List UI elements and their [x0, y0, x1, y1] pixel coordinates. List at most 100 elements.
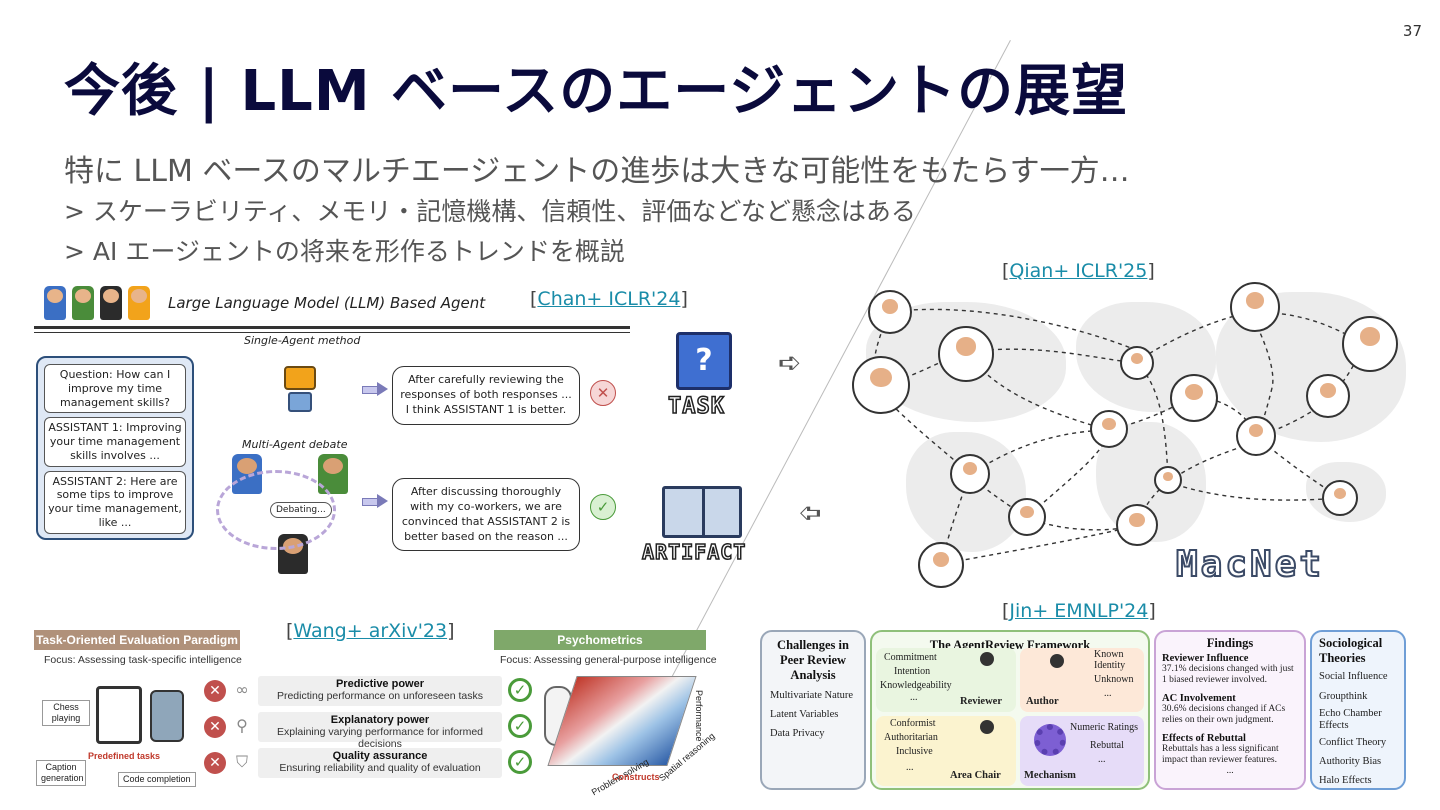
arrow-left-icon: ➪	[798, 496, 822, 529]
trait: Inclusive	[896, 746, 933, 757]
cross-icon: ✕	[204, 716, 226, 738]
agent-node-icon	[868, 290, 912, 334]
task-oriented-focus: Focus: Assessing task-specific intellige…	[44, 654, 242, 666]
chan-figure: Large Language Model (LLM) Based Agent S…	[34, 282, 634, 582]
cross-icon: ✕	[590, 380, 616, 406]
check-icon: ✓	[508, 678, 532, 702]
check-icon: ✓	[508, 714, 532, 738]
bullet-concerns: > スケーラビリティ、メモリ・記憶機構、信頼性、評価などなど懸念はある	[64, 197, 916, 226]
challenge-item: Data Privacy	[770, 728, 825, 740]
assistant1-card: ASSISTANT 1: Improving your time managem…	[44, 417, 186, 467]
axis-performance: Performance	[694, 690, 704, 742]
trait: Conformist	[890, 718, 936, 729]
bullet-trends: > AI エージェントの将来を形作るトレンドを概説	[64, 237, 625, 266]
citation-jin: [Jin+ EMNLP'24]	[1002, 600, 1156, 622]
page-title: 今後 | LLM ベースのエージェントの展望	[64, 59, 1129, 124]
agent-sprite-icon	[44, 286, 66, 320]
bracket-open: [	[1002, 260, 1010, 282]
citation-wang: [Wang+ arXiv'23]	[286, 620, 455, 642]
debate-cycle	[216, 470, 336, 550]
tag-code: Code completion	[118, 772, 196, 787]
axis-constructs: Constructs	[612, 772, 660, 782]
tag-predefined: Predefined tasks	[88, 751, 161, 761]
question-card: Question: How can I improve my time mana…	[44, 364, 186, 414]
finding-head: Reviewer Influence	[1162, 653, 1249, 664]
agent-node-icon	[1090, 410, 1128, 448]
chan-citation-link[interactable]: Chan+ ICLR'24	[537, 288, 681, 310]
task-oriented-header: Task-Oriented Evaluation Paradigm	[34, 630, 240, 650]
author-label: Author	[1026, 696, 1059, 707]
area-chair-icon	[972, 720, 1002, 754]
performance-surface	[547, 676, 697, 766]
clipboard-icon	[96, 686, 142, 744]
agent-node-icon	[1306, 374, 1350, 418]
finding-head: Effects of Rebuttal	[1162, 732, 1246, 744]
finding-text: Rebuttals has a less significant impact …	[1162, 743, 1279, 765]
bracket-close: ]	[680, 288, 688, 310]
agent-node-icon	[1170, 374, 1218, 422]
gear-icon	[1034, 724, 1066, 756]
findings-ellipsis: ...	[1226, 766, 1234, 777]
row-text: Explaining varying performance for infor…	[276, 726, 484, 750]
theory-item: Social Influence	[1319, 671, 1388, 682]
multi-agent-label: Multi-Agent debate	[242, 438, 348, 451]
finding-head: AC Involvement	[1162, 692, 1236, 704]
wang-row-predictive: Predictive power Predicting performance …	[258, 676, 502, 706]
artifact-book-icon	[662, 486, 742, 538]
findings-box: Findings Reviewer Influence 37.1% decisi…	[1154, 630, 1306, 790]
divider	[34, 326, 630, 329]
agent-sprite-icon	[72, 286, 94, 320]
trait: Unknown	[1094, 674, 1134, 685]
divider	[34, 332, 630, 333]
sociological-box: Sociological Theories Social Influence G…	[1310, 630, 1406, 790]
trait: ...	[906, 762, 914, 773]
bracket-open: [	[286, 620, 294, 642]
task-label: TASK	[667, 393, 725, 420]
agent-node-icon	[1154, 466, 1182, 494]
agent-node-icon	[1120, 346, 1154, 380]
arrow-right-icon	[362, 382, 388, 396]
wang-citation-link[interactable]: Wang+ arXiv'23	[293, 620, 448, 642]
row-text: Ensuring reliability and quality of eval…	[279, 762, 481, 774]
challenge-item: Latent Variables	[770, 709, 839, 721]
agent-node-icon	[1008, 498, 1046, 536]
qian-citation-link[interactable]: Qian+ ICLR'25	[1009, 260, 1148, 282]
magnifier-icon: ⚲	[236, 716, 248, 735]
trait: Authoritarian	[884, 732, 938, 743]
arrow-right-icon: ➪	[778, 346, 802, 379]
robot-icon	[278, 366, 322, 416]
bracket-close: ]	[1147, 260, 1155, 282]
tag-chess: Chess playing	[42, 700, 90, 726]
reviewer-icon	[972, 652, 1002, 686]
robot-icon	[150, 690, 184, 742]
macnet-graph: MacNet	[846, 282, 1426, 592]
binoculars-icon: ∞	[235, 680, 249, 699]
mechanism-label: Mechanism	[1024, 770, 1076, 781]
bracket-close: ]	[447, 620, 455, 642]
jin-citation-link[interactable]: Jin+ EMNLP'24	[1009, 600, 1149, 622]
trait: ...	[910, 692, 918, 703]
single-agent-label: Single-Agent method	[244, 334, 361, 347]
trait: ...	[1104, 688, 1112, 699]
agent-node-icon	[938, 326, 994, 382]
reviewer-label: Reviewer	[960, 696, 1002, 707]
agent-node-icon	[1322, 480, 1358, 516]
row-title: Explanatory power	[330, 714, 430, 726]
wang-row-quality: Quality assurance Ensuring reliability a…	[258, 748, 502, 778]
citation-chan: [Chan+ ICLR'24]	[530, 288, 688, 310]
single-result-bubble: After carefully reviewing the responses …	[392, 366, 580, 425]
author-panel: Known Identity Unknown ... Author	[1020, 648, 1144, 712]
row-text: Predicting performance on unforeseen tas…	[276, 690, 484, 702]
author-icon	[1042, 654, 1072, 688]
finding-text: 37.1% decisions changed with just 1 bias…	[1162, 664, 1294, 686]
sociological-title: Sociological Theories	[1319, 636, 1383, 665]
wang-row-explanatory: Explanatory power Explaining varying per…	[258, 712, 502, 750]
row-title: Quality assurance	[332, 750, 428, 762]
bracket-open: [	[530, 288, 538, 310]
agent-node-icon	[950, 454, 990, 494]
trait: Knowledgeability	[880, 680, 952, 691]
row-title: Predictive power	[335, 678, 425, 690]
theory-item: Conflict Theory	[1319, 737, 1387, 749]
challenges-title: Challenges in Peer Review Analysis	[777, 638, 849, 682]
findings-title: Findings	[1206, 636, 1254, 650]
